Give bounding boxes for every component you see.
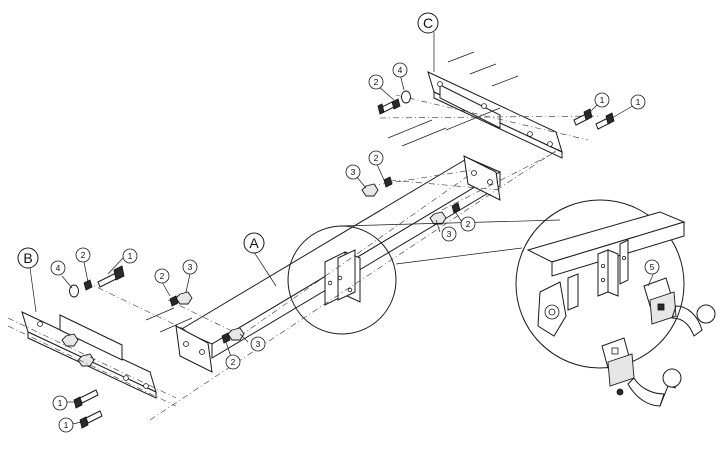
svg-text:4: 4 bbox=[398, 65, 403, 75]
callout-bolt-right-1: 1 bbox=[594, 92, 610, 108]
washer-a-left-1 bbox=[169, 295, 179, 307]
bolt-left-lower-2 bbox=[79, 410, 103, 429]
towball-main bbox=[662, 368, 682, 388]
svg-text:2: 2 bbox=[231, 357, 236, 367]
crossmember-a bbox=[175, 155, 502, 373]
nut-a-right-2 bbox=[429, 211, 447, 225]
callout-washer-a-left-2: 2 bbox=[225, 354, 241, 370]
svg-text:1: 1 bbox=[636, 97, 641, 107]
bracket-b bbox=[21, 311, 157, 399]
callout-bolt-left-lower-1: 1 bbox=[52, 395, 68, 411]
detail-circle bbox=[515, 199, 685, 369]
bolt-left-upper bbox=[97, 265, 125, 288]
callout-washer-a-right-2: 2 bbox=[460, 216, 476, 232]
washer-a-right-1 bbox=[383, 176, 393, 188]
callout-nut-a-left: 3 bbox=[182, 259, 198, 275]
svg-text:1: 1 bbox=[600, 95, 605, 105]
callout-c-label: C bbox=[423, 15, 433, 31]
svg-text:1: 1 bbox=[64, 420, 69, 430]
svg-text:5: 5 bbox=[650, 262, 655, 272]
callout-b: B bbox=[17, 247, 39, 269]
callout-washer-right: 2 bbox=[368, 74, 384, 90]
towball-assembly bbox=[601, 337, 682, 407]
callout-flat-washer-right: 4 bbox=[392, 62, 408, 78]
callout-nut-a-right-2: 3 bbox=[441, 226, 457, 242]
svg-text:1: 1 bbox=[58, 398, 63, 408]
callout-nut-a-left-2: 3 bbox=[250, 336, 266, 352]
svg-text:2: 2 bbox=[374, 153, 379, 163]
washer-a-left-2 bbox=[221, 332, 231, 344]
svg-text:3: 3 bbox=[447, 229, 452, 239]
leader-lines bbox=[29, 32, 657, 425]
callout-washer-a-right: 2 bbox=[368, 150, 384, 166]
bolt-right-lower-2 bbox=[595, 112, 615, 130]
svg-text:3: 3 bbox=[256, 339, 261, 349]
nut-a-right-1 bbox=[361, 183, 379, 197]
callout-washer-left: 2 bbox=[75, 247, 91, 263]
spring-washer-right bbox=[391, 98, 401, 110]
towball-detail bbox=[696, 304, 716, 324]
svg-text:2: 2 bbox=[81, 250, 86, 260]
callout-c: C bbox=[417, 12, 439, 34]
svg-text:3: 3 bbox=[351, 167, 356, 177]
callout-bolt-left-lower-2: 1 bbox=[58, 417, 74, 433]
svg-text:1: 1 bbox=[128, 251, 133, 261]
flat-washer-right bbox=[401, 90, 411, 104]
callout-socket-plate: 5 bbox=[644, 259, 660, 275]
callout-a: A bbox=[243, 232, 265, 254]
bracket-c bbox=[427, 51, 563, 159]
callout-a-label: A bbox=[249, 235, 259, 251]
bolt-right-lower-1 bbox=[573, 108, 593, 126]
callout-bolt-left-upper: 1 bbox=[122, 248, 138, 264]
callout-b-label: B bbox=[23, 250, 32, 266]
svg-text:2: 2 bbox=[466, 219, 471, 229]
callout-flat-washer-left: 4 bbox=[50, 260, 66, 276]
nut-a-left-1 bbox=[175, 291, 193, 305]
svg-text:3: 3 bbox=[188, 262, 193, 272]
bolt-left-lower-1 bbox=[73, 389, 99, 409]
svg-text:2: 2 bbox=[160, 271, 165, 281]
svg-text:2: 2 bbox=[374, 77, 379, 87]
callout-bolt-right-2: 1 bbox=[630, 94, 646, 110]
callout-nut-a-right: 3 bbox=[345, 164, 361, 180]
svg-text:4: 4 bbox=[56, 263, 61, 273]
callout-washer-a-left: 2 bbox=[154, 268, 170, 284]
number-callouts: 1 2 4 2 3 3 2 2 bbox=[50, 62, 660, 433]
bolt-right-upper bbox=[377, 101, 395, 115]
detail-zoom bbox=[287, 199, 716, 369]
